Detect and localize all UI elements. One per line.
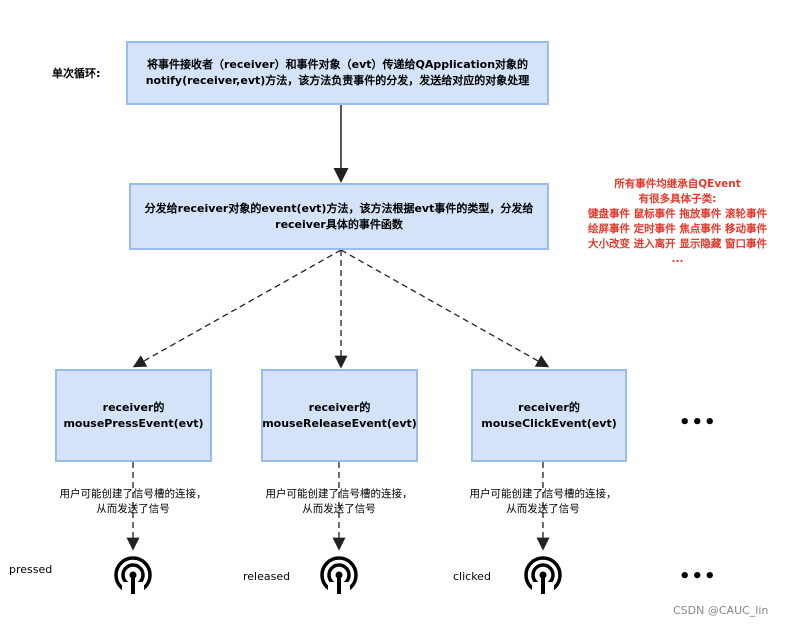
event-note-line: 键盘事件 鼠标事件 拖放事件 滚轮事件 [588, 208, 767, 220]
loop-label: 单次循环: [52, 67, 101, 80]
more-signals-ellipsis: ••• [679, 566, 717, 587]
signal-slot-note: 用户可能创建了信号槽的连接，从而发送了信号 [265, 488, 413, 515]
event-note-line: 有很多具体子类: [638, 193, 717, 205]
arrow-event-to-press [132, 249, 342, 368]
broadcast-icon [114, 556, 152, 595]
broadcast-icon [320, 556, 358, 595]
event-note-line: 绘屏事件 定时事件 焦点事件 移动事件 [588, 223, 767, 235]
signal-slot-note: 用户可能创建了信号槽的连接，从而发送了信号 [59, 488, 207, 515]
notify-box: 将事件接收者（receiver）和事件对象（evt）传递给QApplicatio… [126, 41, 549, 105]
more-handlers-ellipsis: ••• [679, 412, 717, 433]
event-types-note: 所有事件均继承自QEvent 有很多具体子类: 键盘事件 鼠标事件 拖放事件 滚… [570, 177, 785, 267]
event-note-line: ... [671, 253, 684, 265]
event-dispatch-box: 分发给receiver对象的event(evt)方法，该方法根据evt事件的类型… [129, 183, 549, 250]
signal-label-released: released [243, 570, 291, 583]
signal-label-clicked: clicked [453, 570, 491, 583]
mouse-click-event-box: receiver的 mouseClickEvent(evt) [471, 369, 627, 462]
event-note-line: 所有事件均继承自QEvent [614, 178, 741, 190]
signal-slot-note: 用户可能创建了信号槽的连接，从而发送了信号 [469, 488, 617, 515]
watermark: CSDN @CAUC_lin [673, 604, 769, 617]
mouse-release-event-box: receiver的 mouseReleaseEvent(evt) [261, 369, 418, 462]
event-note-line: 大小改变 进入离开 显示隐藏 窗口事件 [588, 238, 767, 250]
arrow-event-to-click [340, 249, 550, 368]
mouse-press-event-box: receiver的 mousePressEvent(evt) [55, 369, 212, 462]
broadcast-icon [524, 556, 562, 595]
signal-label-pressed: pressed [9, 563, 53, 576]
